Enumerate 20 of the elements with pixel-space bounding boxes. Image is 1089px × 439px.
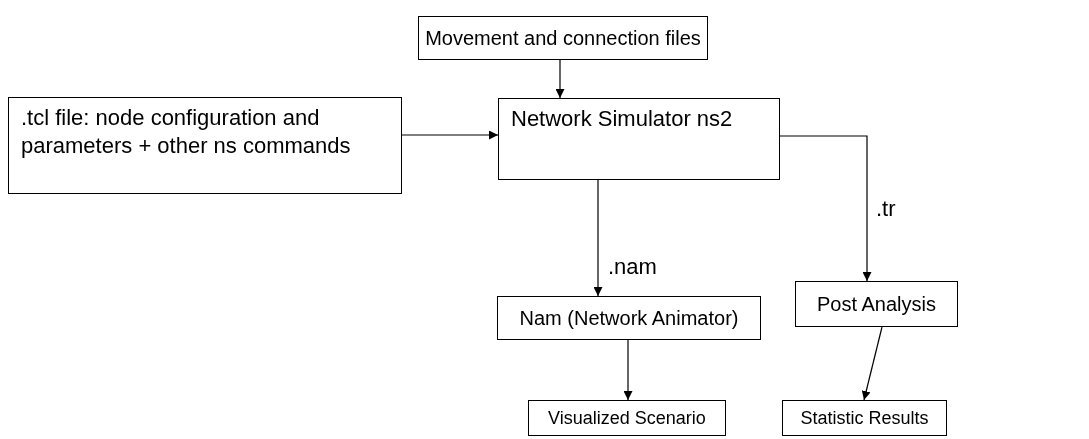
arrow [593, 179, 603, 297]
box-text: Network Simulator ns2 [511, 105, 733, 133]
process-box [418, 16, 708, 60]
box-text: Visualized Scenario [548, 406, 706, 430]
arrow [779, 135, 872, 282]
arrow [401, 130, 499, 140]
arrow [623, 339, 633, 401]
process-box [782, 400, 947, 436]
box-text: Movement and connection files [425, 25, 701, 51]
box-text: Post Analysis [817, 291, 936, 317]
process-box [528, 400, 726, 436]
process-box [795, 281, 958, 327]
arrow [555, 59, 565, 99]
box-text: .tcl file: node configuration and parameters + other ns commands [21, 104, 352, 159]
process-box [8, 97, 402, 194]
process-box [498, 98, 780, 180]
box-text: Statistic Results [800, 406, 929, 430]
box-text: Nam (Network Animator) [519, 305, 739, 331]
process-box [497, 296, 761, 340]
arrow [861, 326, 883, 401]
